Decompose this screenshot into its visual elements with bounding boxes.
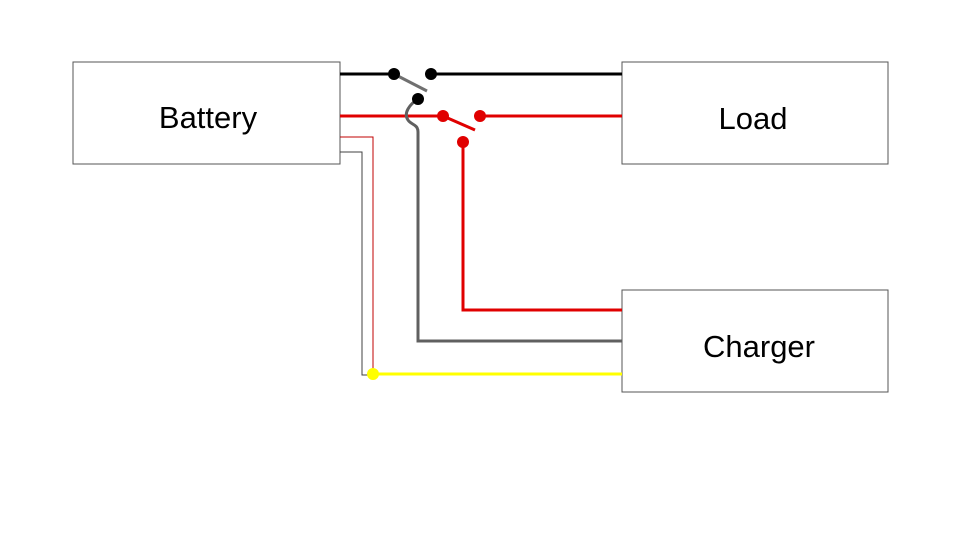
red-switch-charger-contact (457, 136, 469, 148)
black-switch-charger-contact (412, 93, 424, 105)
thin-gray-sense-wire (340, 151, 373, 376)
black-switch-lever (393, 72, 428, 93)
battery-label: Battery (159, 100, 258, 135)
yellow-junction-dot (367, 368, 379, 380)
charger-block: Charger (621, 289, 889, 393)
red-switch-common-contact (437, 110, 449, 122)
black-changeover-switch (388, 68, 437, 105)
battery-block: Battery (72, 61, 341, 165)
load-label: Load (719, 101, 788, 136)
black-switch-common-contact (388, 68, 400, 80)
gray-charger-wire (404, 97, 622, 343)
load-box (621, 61, 889, 165)
charger-box (621, 289, 889, 393)
thin-red-sense-wire (340, 136, 374, 375)
black-switch-load-contact (425, 68, 437, 80)
red-charger-wire (461, 142, 622, 312)
load-block: Load (621, 61, 889, 165)
battery-box (72, 61, 341, 165)
charger-label: Charger (703, 329, 815, 364)
red-switch-load-contact (474, 110, 486, 122)
red-changeover-switch (437, 110, 486, 148)
